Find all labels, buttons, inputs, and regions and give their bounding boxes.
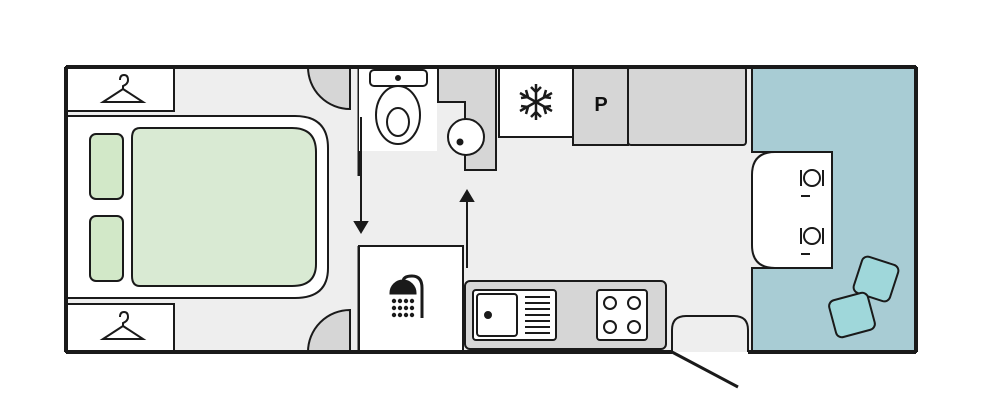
sink-icon [472,289,557,341]
arrow-up-icon [459,189,475,268]
hanger-icon [99,73,147,103]
bedroom-door-top [306,66,351,111]
bed-pillow [89,215,124,282]
basin-icon [447,118,485,156]
dinette-table [751,151,833,269]
cutlery-icon [800,169,824,255]
shower-cubicle [358,245,464,353]
entry-step [671,315,749,352]
cushion [828,291,876,339]
snowflake-icon [519,84,553,120]
bed-pillow [89,133,124,200]
cushion [852,255,900,303]
arrow-down-icon [353,117,369,234]
pantry-label: P [594,94,607,116]
wardrobe-top [65,66,175,112]
bedroom-door-bottom [306,308,351,353]
cooktop-icon [596,289,648,341]
bed-mattress [131,127,317,287]
hanger-icon [99,310,147,340]
kitchen-cabinet [627,66,747,146]
toilet-icon [369,69,428,145]
shower-icon [389,274,424,318]
entry-door [671,350,739,389]
